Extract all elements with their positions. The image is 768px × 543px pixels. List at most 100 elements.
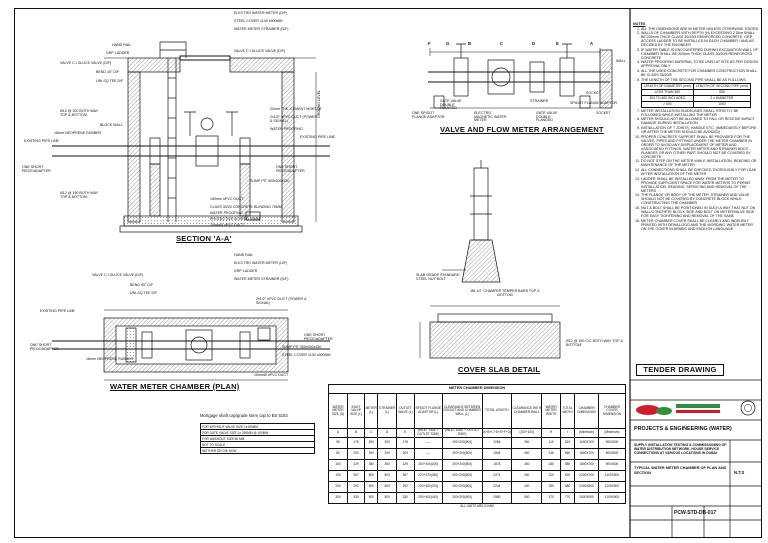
meter-table-header: CLEARANCE BETWEEN SOCKET AND CHAMBER WAL…: [441, 393, 483, 429]
meter-table-subheader: (Minimum): [574, 428, 599, 438]
meter-table-cell: 178: [347, 437, 366, 449]
drawing-border: [14, 8, 762, 538]
label-short-piece-r: ONE SHORT PIECE/ADAPTER: [276, 165, 305, 173]
label-electro-meter: ELECTRO WATER METER (D/F): [234, 11, 288, 15]
label-duct: 2x1/2" uPVC DUCT (POWER & SIGNAL): [270, 115, 318, 123]
meter-table-cell: 560: [559, 448, 576, 460]
plan-strainer: WATER METER STRAINER (D/F): [234, 277, 289, 281]
hinge-detail-drawing: [442, 160, 501, 283]
meter-table-cell: 267: [347, 470, 366, 482]
meter-table-cell: 1800X700: [574, 448, 599, 460]
meter-table-cell: 1600X700: [574, 437, 599, 449]
label-waterproof: WATER PROOFING: [270, 127, 303, 131]
meter-table-cell: 300: [377, 448, 397, 460]
meter-table-cell: 900X600: [597, 448, 627, 460]
meter-table-cell: 146: [541, 448, 561, 460]
legend-row: NEITHER OR DIE NOW: [200, 447, 315, 454]
title-block-frame: [630, 379, 762, 538]
meter-table-cell: 580: [559, 459, 576, 471]
notes-panel: NOTES ALL THE DIMENSIONS ARE IN METER UN…: [633, 22, 759, 231]
meter-table-footer: ALL UNITS ARE IN MM: [460, 504, 494, 509]
meter-table-cell: 200+200(500): [441, 470, 483, 482]
plan-tee: UNI-SQ TEE D/F: [130, 291, 158, 295]
meter-table-cell: 292: [395, 481, 415, 493]
meter-table-cell: 1878: [481, 459, 513, 471]
meter-table-cell: 1506: [481, 448, 513, 460]
slab-nut-bolt: SLAB GRADE STANDARD STEEL NUT BOLT: [416, 273, 460, 281]
meter-table-header: METER (L): [364, 393, 379, 429]
meter-table-cell: 50: [327, 437, 349, 449]
meter-table-cell: 500: [364, 492, 379, 504]
meter-table-subheader: C: [364, 428, 379, 438]
note-item: INSTALLATION OF T JOINTS, HANDLE ETC. (I…: [641, 126, 759, 134]
label-grp-ladder: GRP LADDER: [106, 51, 130, 55]
meter-table-header: CLEARANCE WITH CHAMBER WALL: [511, 393, 543, 429]
note-item: THE LENGTH OF THE SECOND PIPE SHALL BE A…: [641, 78, 759, 82]
legend-title: Mortgage shaft cap/grade stem cap to BS …: [200, 413, 288, 418]
section-aa-drawing: [52, 41, 330, 233]
meter-table-header: WATER METER SIZE (D): [327, 393, 349, 429]
pipe-length-cell: > 600: [641, 100, 694, 108]
meter-table-cell: 680: [559, 481, 576, 493]
meter-table-cell: 2274: [481, 470, 513, 482]
meter-table-cell: 400: [511, 448, 543, 460]
meter-table-cell: 350: [377, 459, 397, 471]
dim-f: F: [428, 41, 431, 46]
meter-table-cell: 200+200(500): [441, 492, 483, 504]
label-150-duct: 150mm uPVC DUCT: [210, 197, 244, 201]
meter-table-header: CHAMBER COVER DIMENSION: [597, 393, 627, 429]
label-existing-pipe: EXISTING PIPE LINE: [24, 139, 59, 143]
meter-table-cell: 267: [395, 470, 415, 482]
meter-table-cell: 330: [395, 492, 415, 504]
meter-table-cell: 300: [364, 437, 379, 449]
note-item: IF WATER TABLE IS ENCOUNTERED DURING EXC…: [641, 48, 759, 60]
meter-table-cell: 1100X900: [597, 470, 627, 482]
meter-table-cell: 200+200(500): [441, 481, 483, 493]
plan-hand-rail: HAND RAIL: [234, 253, 254, 257]
meter-table-cell: 2200X700: [574, 470, 599, 482]
meter-table-header: CHAMBER DIMENSION: [574, 393, 599, 429]
meter-table-subheader: (A+B+C+D+E+F+G): [481, 428, 513, 438]
meter-table-cell: 200+400(370): [413, 481, 443, 493]
meter-table-subheader: H: [541, 428, 561, 438]
dim-c: C: [500, 41, 504, 46]
meter-table-subheader: (100+100): [511, 428, 543, 438]
meter-table-cell: 500: [377, 481, 397, 493]
plan-electro-meter: ELECTRO WATER METER (D/F): [234, 261, 288, 265]
notes-list: ALL THE DIMENSIONS ARE IN METER UNLESS O…: [633, 27, 759, 82]
meter-table-header: TOTAL WIDTH: [559, 393, 576, 429]
valve-spigot-adaptor: ONE SPIGOT FLANGE ADAPTOR: [412, 111, 445, 119]
project-description: SUPPLY INSTALLATION TESTING & COMMISSION…: [634, 443, 727, 455]
plan-short-piece: ONE SHORT PIECE/ADAPTER: [30, 343, 59, 351]
valve-spigot-flange: SPIGOT FLANGE ADAPTOR: [570, 101, 617, 105]
meter-table-cell: 203: [395, 448, 415, 460]
slab-temper-bars: Ø8 1/2" CHAMFER TEMPER BARS TOP & BOTTOM: [470, 289, 540, 297]
meter-table-subheader: I: [559, 428, 576, 438]
plan-10mm-duct: 10mmØ uPVC DUCT: [254, 373, 289, 377]
valve-title: VALVE AND FLOW METER ARRANGEMENT: [440, 125, 604, 134]
slab-rebar: Ø12 @ 150 C/C BOTH WAY TOP & BOTTOM: [566, 339, 623, 347]
plan-title: WATER METER CHAMBER (PLAN): [110, 382, 240, 391]
meter-table-cell: 292: [347, 481, 366, 493]
meter-table-cell: 400: [511, 492, 543, 504]
pipe-length-table: LENGTH OF DIAMETER (mm)LENGTH OF SECOND …: [641, 82, 752, 108]
meter-table-cell: 620: [559, 470, 576, 482]
meter-table-subheader: A: [327, 428, 349, 438]
valve-gate-1: GATE VALVE DOUBLE FLANGED: [440, 99, 462, 111]
plan-duct: 2x1/2" uPVC DUCT (POWER & SIGNAL): [256, 297, 307, 305]
plan-steel-cover: STEEL COVER 1100 x900MM: [282, 353, 331, 357]
dim-e: E: [556, 41, 559, 46]
meter-table-cell: 200+200(500): [441, 437, 483, 449]
note-item: DO NOT STEP ON THE METER WHILE INSTALLAT…: [641, 159, 759, 167]
meter-table-cell: 2244: [481, 481, 513, 493]
meter-table-cell: 1100X900: [597, 481, 627, 493]
meter-table-cell: 300: [364, 448, 379, 460]
meter-table-header: SPIGOT FLANGE ADAPTOR (L): [413, 393, 443, 429]
meter-table-cell: 400: [511, 459, 543, 471]
meter-table-cell: 330: [347, 492, 366, 504]
seal-stamp: [740, 400, 756, 416]
